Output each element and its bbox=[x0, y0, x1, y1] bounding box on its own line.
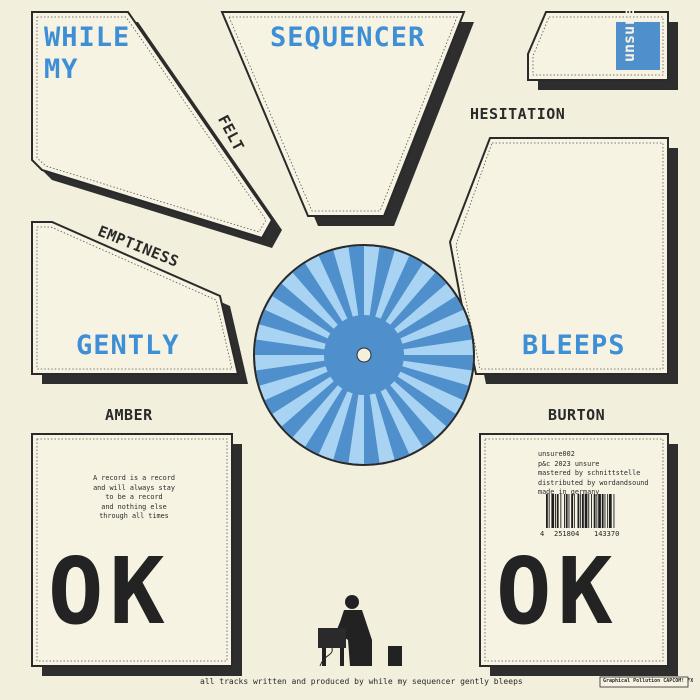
barcode-bar bbox=[609, 494, 612, 528]
barcode-digit-first: 4 bbox=[540, 530, 545, 538]
catalog-number: unsure002 bbox=[538, 450, 575, 458]
barcode-bar bbox=[551, 494, 555, 528]
panel-while bbox=[31, 11, 274, 240]
ok-left: OK bbox=[48, 538, 171, 645]
panel-sequencer bbox=[220, 11, 466, 217]
title-word-my: MY bbox=[44, 54, 79, 85]
title-word-while: WHILE bbox=[44, 22, 131, 53]
barcode-bar bbox=[582, 494, 584, 528]
barcode-bar bbox=[571, 494, 573, 528]
barcode-bar bbox=[598, 494, 601, 528]
design-credit: Graphical Pollution CAPCOM! FX bbox=[603, 678, 694, 684]
barcode-bar bbox=[568, 494, 570, 528]
unsure-logo bbox=[616, 22, 660, 70]
left-text-line: and nothing else bbox=[101, 502, 167, 511]
ok-right: OK bbox=[496, 538, 619, 645]
copyright-line: p&c 2023 unsure bbox=[538, 459, 600, 468]
logo-text: unsure bbox=[620, 7, 638, 62]
title-word-sequencer: SEQUENCER bbox=[270, 22, 426, 53]
left-text-line: A record is a record bbox=[93, 474, 175, 482]
musician-silhouette bbox=[318, 595, 402, 667]
right-panel-text: unsure002 p&c 2023 unsure mastered by sc… bbox=[538, 450, 649, 498]
origin-line: made in germany bbox=[538, 488, 600, 496]
barcode-bar bbox=[548, 494, 550, 528]
panel-bleeps bbox=[448, 137, 669, 375]
barcode-bar bbox=[596, 494, 598, 528]
barcode-digits-left: 251804 bbox=[554, 530, 580, 538]
barcode bbox=[546, 494, 615, 528]
left-text-line: to be a record bbox=[105, 493, 163, 501]
track-burton: BURTON bbox=[548, 406, 606, 424]
panel-gently bbox=[31, 221, 240, 375]
barcode-bar bbox=[546, 494, 548, 528]
barcode-digits-right: 143370 bbox=[594, 530, 620, 538]
barcode-bar bbox=[556, 494, 559, 528]
barcode-bar bbox=[564, 494, 565, 528]
left-panel-text: A record is a record and will always sta… bbox=[88, 474, 180, 522]
left-text-line: and will always stay bbox=[93, 483, 175, 492]
barcode-bar bbox=[588, 494, 590, 528]
left-text-line: through all times bbox=[99, 512, 169, 520]
title-word-gently: GENTLY bbox=[76, 330, 180, 361]
title-word-bleeps: BLEEPS bbox=[522, 330, 626, 361]
track-amber: AMBER bbox=[105, 406, 153, 424]
vinyl-label bbox=[253, 244, 475, 466]
barcode-bar bbox=[601, 494, 604, 528]
footer-credit: all tracks written and produced by while… bbox=[200, 677, 523, 686]
barcode-bar bbox=[573, 494, 575, 528]
panel-right bbox=[479, 433, 669, 667]
barcode-bar bbox=[613, 494, 615, 528]
barcode-bar bbox=[591, 494, 592, 528]
barcode-bar bbox=[593, 494, 596, 528]
barcode-bar bbox=[584, 494, 588, 528]
barcode-bar bbox=[560, 494, 562, 528]
track-hesitation: HESITATION bbox=[470, 105, 566, 123]
spindle-hole bbox=[356, 347, 372, 363]
distributed-line: distributed by wordandsound bbox=[538, 478, 649, 487]
barcode-bar bbox=[565, 494, 568, 528]
mastered-line: mastered by schnittstelle bbox=[538, 469, 641, 477]
panel-left bbox=[31, 433, 233, 667]
barcode-bar bbox=[577, 494, 580, 528]
barcode-bar bbox=[580, 494, 582, 528]
barcode-bar bbox=[604, 494, 606, 528]
barcode-bar bbox=[555, 494, 556, 528]
barcode-bar bbox=[607, 494, 609, 528]
